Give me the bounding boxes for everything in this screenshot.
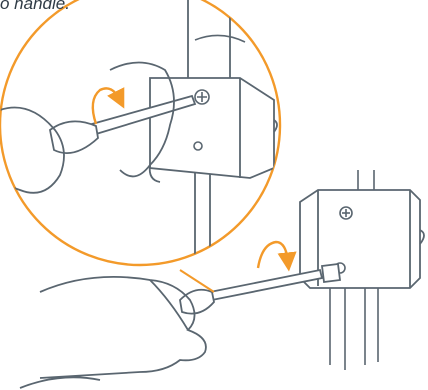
rotation-arrow-icon	[258, 242, 288, 268]
hand	[20, 277, 206, 388]
zoom-connector	[180, 270, 214, 292]
screw-head-icon	[340, 207, 352, 219]
caption-text: o handle.	[0, 0, 140, 14]
